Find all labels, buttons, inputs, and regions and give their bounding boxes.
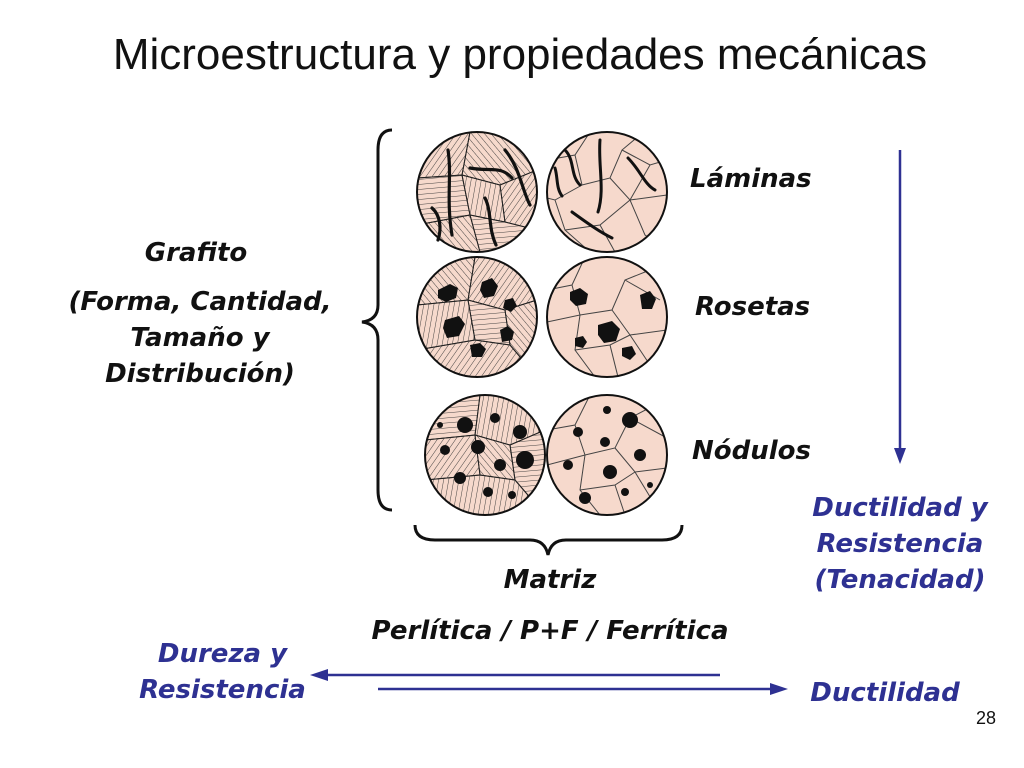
hardness-left-arrow <box>310 669 720 681</box>
graphite-flakes-pearlitic <box>430 148 532 247</box>
page-number: 28 <box>975 708 996 728</box>
graphite-rosettes-ferritic <box>570 288 656 360</box>
ductility-label: Ductilidad <box>810 678 960 708</box>
toughness-line: Resistencia <box>816 528 984 559</box>
micro-outline <box>424 394 546 516</box>
graphite-brace <box>361 128 393 512</box>
graphite-nodules-pearlitic <box>437 413 534 499</box>
micro-outline <box>416 256 538 378</box>
graphite-rosettes-pearlitic <box>438 278 517 357</box>
matrix-types: Perlítica / P+F / Ferrítica <box>371 616 729 646</box>
page-title: Microestructura y propiedades mecánicas <box>112 30 928 79</box>
micro-outline <box>546 394 668 516</box>
toughness-line: Ductilidad y <box>812 493 988 523</box>
label-rosetas: Rosetas <box>695 292 811 322</box>
graphite-flakes-ferritic <box>553 138 657 240</box>
micro-ferritic-rosette <box>547 257 667 377</box>
label-laminas: Láminas <box>690 164 812 194</box>
toughness-label: Ductilidad y Resistencia (Tenacidad) <box>790 491 1010 599</box>
matrix-heading: Matriz <box>503 565 597 595</box>
micro-ferritic-flake <box>547 132 667 252</box>
ductility-right-arrow <box>378 683 788 695</box>
graphite-details: (Forma, Cantidad, Tamaño y Distribución) <box>30 285 370 393</box>
toughness-line: (Tenacidad) <box>814 564 986 595</box>
graphite-nodules-ferritic <box>563 406 653 504</box>
micro-outline <box>546 131 668 253</box>
hardness-line: Resistencia <box>139 674 306 705</box>
hardness-line: Dureza y <box>157 639 288 669</box>
graphite-detail-line: Distribución) <box>105 358 295 389</box>
graphite-heading: Grafito <box>144 238 248 268</box>
graphite-detail-line: Tamaño y <box>130 322 270 353</box>
micro-outline <box>546 256 668 378</box>
label-nodulos: Nódulos <box>692 436 811 466</box>
matrix-brace <box>413 524 684 556</box>
graphite-detail-line: (Forma, Cantidad, <box>68 287 332 317</box>
micro-outline <box>416 131 538 253</box>
ductility-down-arrow <box>894 150 906 464</box>
hardness-label: Dureza y Resistencia <box>125 637 320 709</box>
